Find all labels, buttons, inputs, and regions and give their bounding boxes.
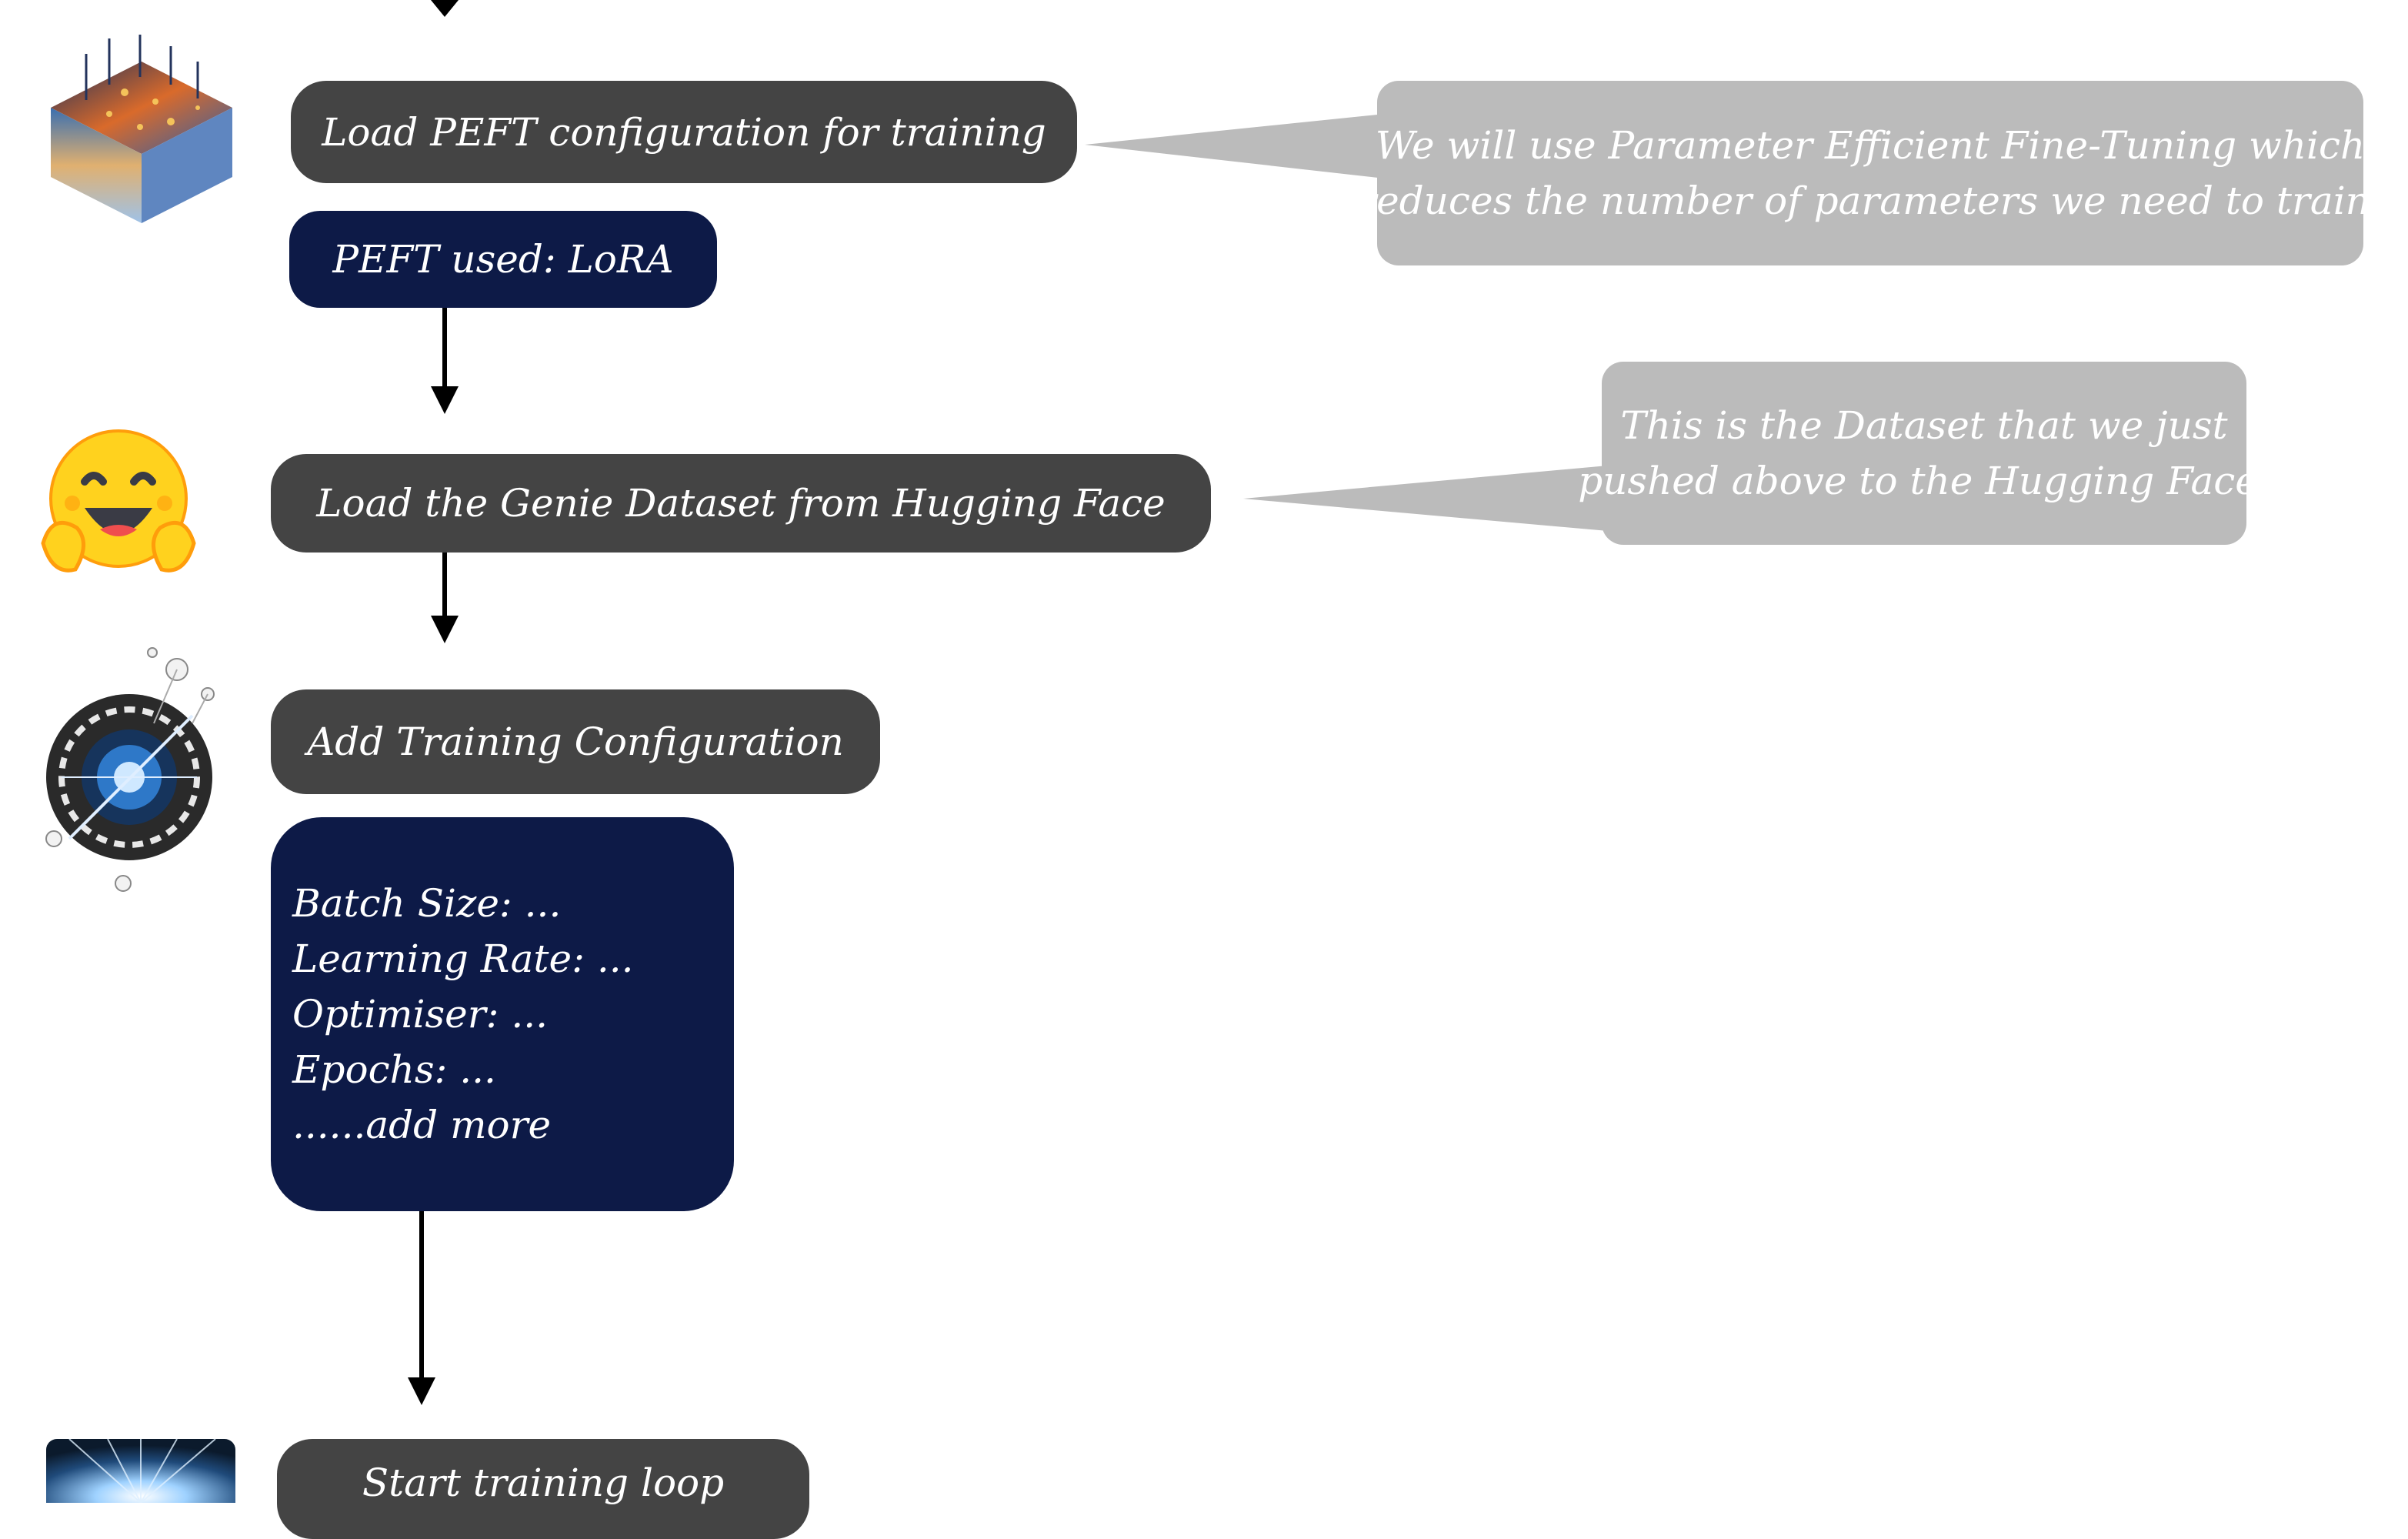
arrow-training-to-loop bbox=[408, 1211, 435, 1405]
step-load-peft-config: Load PEFT configuration for training bbox=[291, 81, 1077, 183]
callout-peft: We will use Parameter Efficient Fine-Tun… bbox=[1358, 81, 2383, 265]
callout-dataset-pointer bbox=[1243, 466, 1608, 531]
param-batch-size: Batch Size: ... bbox=[292, 881, 562, 926]
step-start-training-loop: Start training loop bbox=[277, 1439, 809, 1539]
arrow-dataset-to-training bbox=[431, 553, 459, 643]
step-add-training-config: Add Training Configuration bbox=[271, 689, 880, 794]
callout-dataset-line-2: pushed above to the Hugging Face. bbox=[1578, 459, 2270, 503]
hugging-face-emoji-icon bbox=[37, 428, 200, 579]
layered-data-cube-icon bbox=[40, 31, 243, 234]
light-burst-image-icon bbox=[46, 1439, 235, 1503]
arrow-peft-to-dataset bbox=[431, 300, 459, 414]
peft-used-box: PEFT used: LoRA bbox=[289, 211, 717, 308]
param-epochs: Epochs: ... bbox=[292, 1047, 496, 1092]
param-add-more: ......add more bbox=[292, 1103, 552, 1147]
callout-peft-line-2: reduces the number of parameters we need… bbox=[1358, 179, 2383, 223]
callout-dataset-line-1: This is the Dataset that we just bbox=[1620, 403, 2228, 448]
training-params-box: Batch Size: ... Learning Rate: ... Optim… bbox=[271, 817, 734, 1211]
callout-dataset: This is the Dataset that we just pushed … bbox=[1578, 362, 2270, 545]
param-optimiser: Optimiser: ... bbox=[292, 992, 549, 1037]
callout-peft-line-1: We will use Parameter Efficient Fine-Tun… bbox=[1375, 123, 2366, 168]
circular-tech-dial-icon bbox=[38, 646, 223, 893]
step-load-genie-dataset: Load the Genie Dataset from Hugging Face bbox=[271, 454, 1211, 553]
callout-peft-pointer bbox=[1085, 114, 1385, 179]
param-learning-rate: Learning Rate: ... bbox=[292, 936, 634, 981]
connectors-layer bbox=[408, 0, 1608, 1405]
arrow-top-in bbox=[431, 0, 459, 17]
